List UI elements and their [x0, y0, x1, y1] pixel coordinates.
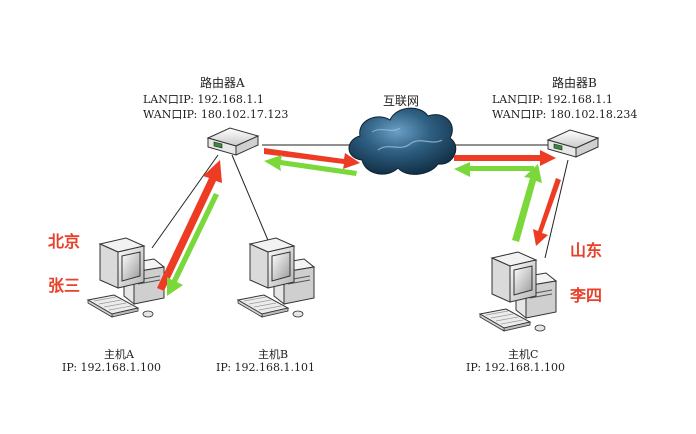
host-a-location-tag: 北京 — [48, 232, 81, 251]
host-c-user-tag: 李四 — [570, 286, 603, 305]
router-icon — [547, 129, 599, 158]
router-a — [207, 127, 259, 156]
host-a-computer — [87, 237, 165, 318]
router-b-name: 路由器B — [552, 76, 597, 90]
link-router-a-host-b — [231, 154, 271, 246]
arrow-host-c-to-router-b — [512, 164, 542, 242]
arrows — [157, 148, 561, 296]
arrow-internet-to-router-b — [454, 150, 556, 166]
router-icon — [207, 127, 259, 156]
router-a-wan-ip: WAN口IP: 180.102.17.123 — [143, 108, 289, 121]
host-c-computer — [479, 251, 557, 332]
arrow-router-a-to-internet — [264, 148, 360, 169]
router-a-name: 路由器A — [200, 76, 245, 90]
arrow-router-b-to-internet — [454, 162, 534, 177]
host-a-ip: IP: 192.168.1.100 — [62, 361, 162, 374]
host-b-name: 主机B — [258, 348, 289, 361]
host-a-user-tag: 张三 — [48, 276, 81, 295]
router-a-lan-ip: LAN口IP: 192.168.1.1 — [143, 93, 264, 106]
host-b-ip: IP: 192.168.1.101 — [216, 361, 316, 374]
computer-icon — [479, 251, 557, 332]
arrow-router-b-to-host-c — [533, 178, 561, 246]
link-router-a-host-a — [151, 154, 219, 249]
host-c-location-tag: 山东 — [570, 241, 603, 260]
cloud-icon — [348, 107, 457, 175]
connection-lines — [151, 144, 569, 259]
arrow-host-a-to-router-a — [157, 160, 222, 291]
arrow-internet-to-router-a — [264, 155, 357, 176]
host-c-name: 主机C — [508, 348, 539, 361]
router-b-wan-ip: WAN口IP: 180.102.18.234 — [492, 108, 638, 121]
host-b-computer — [237, 237, 315, 318]
router-b-lan-ip: LAN口IP: 192.168.1.1 — [492, 93, 613, 106]
computer-icon — [237, 237, 315, 318]
computer-icon — [87, 237, 165, 318]
internet-label: 互联网 — [383, 94, 420, 108]
router-b — [547, 129, 599, 158]
host-a-name: 主机A — [104, 348, 134, 361]
arrow-router-a-to-host-a — [167, 193, 219, 296]
host-c-ip: IP: 192.168.1.100 — [466, 361, 566, 374]
link-router-b-host-c — [544, 159, 569, 259]
